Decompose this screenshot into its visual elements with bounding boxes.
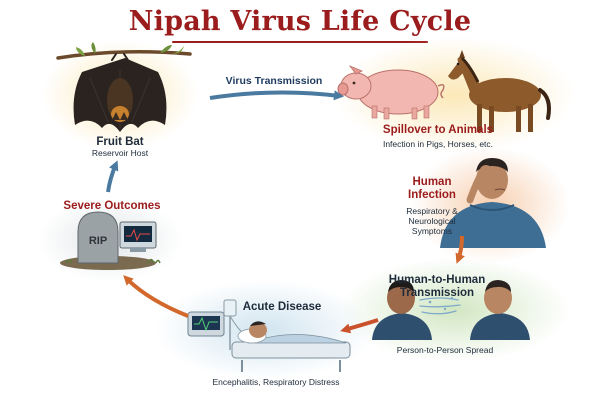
gravestone-text: RIP — [89, 235, 107, 247]
label-spillover: Spillover to Animals — [358, 124, 518, 137]
arrow-acute-to-severe — [123, 275, 189, 318]
label-acute-sub: Encephalitis, Respiratory Distress — [212, 377, 340, 387]
label-human-infection-sub: Respiratory & Neurological Symptoms — [393, 206, 471, 236]
horse-icon — [448, 50, 551, 132]
label-h2h-line2: Transmission — [399, 287, 475, 300]
arrow-h2h-to-acute — [340, 318, 379, 334]
arrow-bat-to-animals — [209, 90, 344, 101]
label-human-infection: Human Infection — [398, 176, 466, 202]
title-underline — [172, 41, 428, 43]
label-h2h: Human-to-Human Transmission — [382, 274, 492, 300]
label-human-sub-line1: Respiratory & — [406, 206, 458, 216]
fruit-bat-icon — [56, 42, 192, 132]
label-fruit-bat: Fruit Bat Reservoir Host — [65, 136, 175, 159]
label-human-infection-line1: Human — [412, 176, 452, 188]
arrow-severe-to-bat — [106, 160, 119, 193]
sick-person-icon — [440, 158, 546, 248]
label-human-sub-line2: Neurological — [408, 215, 456, 226]
arrow-human-to-h2h — [455, 235, 465, 264]
label-virus-transmission: Virus Transmission — [225, 75, 323, 87]
label-fruit-bat-sub: Reservoir Host — [91, 148, 149, 159]
animals-backdrop — [335, 37, 575, 153]
label-fruit-bat-title: Fruit Bat — [96, 136, 144, 148]
label-severe-outcomes: Severe Outcomes — [63, 200, 161, 212]
label-human-infection-line2: Infection — [408, 189, 456, 202]
label-acute-disease: Acute Disease — [242, 301, 322, 313]
label-spillover-title: Spillover to Animals — [382, 124, 494, 136]
label-human-sub-line3: Symptoms — [411, 225, 453, 236]
pig-icon — [337, 65, 445, 120]
label-h2h-sub: Person-to-Person Spread — [396, 345, 494, 355]
label-h2h-line1: Human-to-Human — [388, 274, 486, 286]
gravestone-icon: RIP — [60, 211, 161, 270]
label-spillover-sub: Infection in Pigs, Horses, etc. — [382, 139, 494, 149]
hospital-bed-icon — [187, 299, 351, 372]
page-title: Nipah Virus Life Cycle — [128, 6, 472, 37]
human-to-human-icon — [372, 280, 530, 340]
